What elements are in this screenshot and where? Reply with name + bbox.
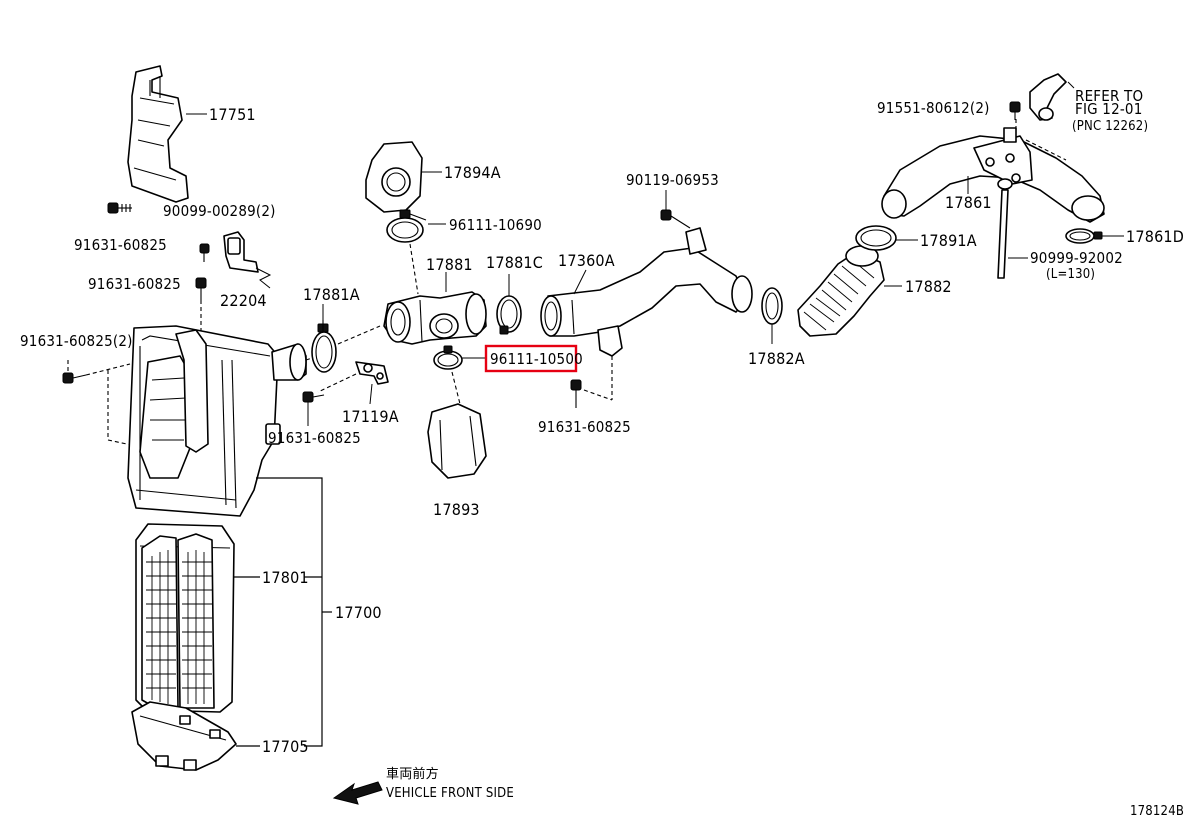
corrugated-hose-17882 bbox=[797, 245, 885, 337]
front-arrow-icon bbox=[332, 781, 383, 805]
clamp-17861D bbox=[1065, 228, 1103, 244]
label-90119-06953: 90119-06953 bbox=[626, 171, 719, 189]
label-91631-60825-top: 91631-60825 bbox=[74, 236, 167, 254]
label-22204: 22204 bbox=[220, 291, 267, 310]
label-17360A: 17360A bbox=[558, 251, 615, 270]
front-side-english: VEHICLE FRONT SIDE bbox=[386, 786, 514, 801]
highlight-box bbox=[484, 344, 578, 373]
label-91631-60825-2: 91631-60825(2) bbox=[20, 332, 133, 350]
duct-17893 bbox=[427, 403, 487, 479]
rod-90999-92002 bbox=[997, 178, 1013, 279]
label-L130: (L=130) bbox=[1046, 267, 1095, 282]
bolt-icon bbox=[302, 391, 325, 403]
label-17861D: 17861D bbox=[1126, 227, 1184, 246]
label-17881C: 17881C bbox=[486, 253, 543, 272]
bolt-icon bbox=[199, 243, 210, 262]
label-17894A: 17894A bbox=[444, 163, 501, 182]
bolt-icon bbox=[660, 209, 691, 229]
figure-id: 178124B bbox=[1130, 804, 1184, 819]
label-17891A: 17891A bbox=[920, 231, 977, 250]
label-17881: 17881 bbox=[426, 255, 473, 274]
air-cleaner-case bbox=[127, 325, 307, 517]
dashed-guide bbox=[583, 389, 613, 401]
inlet-duct-17751 bbox=[127, 65, 189, 203]
label-17700: 17700 bbox=[335, 603, 382, 622]
label-17882: 17882 bbox=[905, 277, 952, 296]
label-17861: 17861 bbox=[945, 193, 992, 212]
label-96111-10690: 96111-10690 bbox=[449, 216, 542, 234]
label-90999-92002: 90999-92002 bbox=[1030, 249, 1123, 267]
refer-line1: REFER TO bbox=[1075, 87, 1143, 105]
leader-17119A bbox=[369, 383, 373, 405]
leader-refer bbox=[1067, 81, 1075, 89]
front-side-japanese: 車両前方 bbox=[386, 766, 439, 782]
refer-hose bbox=[1029, 73, 1067, 121]
dashed-guide bbox=[1025, 139, 1067, 161]
label-17751: 17751 bbox=[209, 105, 256, 124]
clamp-17881C bbox=[496, 295, 522, 335]
dashed-guide bbox=[451, 371, 461, 405]
bolt-icon bbox=[195, 277, 207, 300]
label-91631-60825-lower: 91631-60825 bbox=[268, 429, 361, 447]
label-17705: 17705 bbox=[262, 737, 309, 756]
label-90099-00289: 90099-00289(2) bbox=[163, 202, 276, 220]
clamp-17881A bbox=[311, 320, 337, 373]
label-91631-60825-mid: 91631-60825 bbox=[88, 275, 181, 293]
clamp-17891A bbox=[855, 225, 897, 251]
intake-pipe-17861 bbox=[881, 127, 1105, 223]
dashed-guide bbox=[409, 243, 419, 295]
leader-17360A bbox=[573, 269, 587, 295]
dashed-guide bbox=[85, 363, 131, 376]
dashed-guide bbox=[305, 357, 313, 361]
refer-line2: FIG 12-01 bbox=[1075, 100, 1143, 118]
dashed-guide bbox=[317, 373, 357, 393]
cover-17894A bbox=[365, 141, 423, 213]
label-17882A: 17882A bbox=[748, 349, 805, 368]
label-17119A: 17119A bbox=[342, 407, 399, 426]
refer-line3: (PNC 12262) bbox=[1072, 119, 1148, 134]
air-flow-sensor-22204 bbox=[223, 231, 259, 273]
air-hose-17881 bbox=[383, 291, 487, 345]
label-91631-60825-right: 91631-60825 bbox=[538, 418, 631, 436]
label-17893: 17893 bbox=[433, 500, 480, 519]
air-filter-element-17801 bbox=[135, 523, 235, 713]
label-17881A: 17881A bbox=[303, 285, 360, 304]
clamp-96111-10690 bbox=[386, 209, 427, 243]
bolt-icon bbox=[570, 379, 582, 408]
clamp-96111-10500 bbox=[433, 345, 463, 370]
bolt-icon bbox=[107, 202, 132, 214]
label-17801: 17801 bbox=[262, 568, 309, 587]
bracket-line-17700 bbox=[256, 477, 323, 747]
bolt-icon bbox=[1009, 101, 1021, 120]
air-pipe-17360A bbox=[540, 227, 753, 357]
clamp-17882A bbox=[761, 287, 783, 325]
air-cleaner-lower-case-17705 bbox=[131, 701, 237, 771]
label-91551-80612: 91551-80612(2) bbox=[877, 99, 990, 117]
dashed-guide bbox=[337, 325, 381, 345]
label-96111-10500: 96111-10500 bbox=[490, 350, 583, 368]
bracket-17119A bbox=[355, 361, 389, 385]
bolt-icon bbox=[62, 372, 87, 384]
